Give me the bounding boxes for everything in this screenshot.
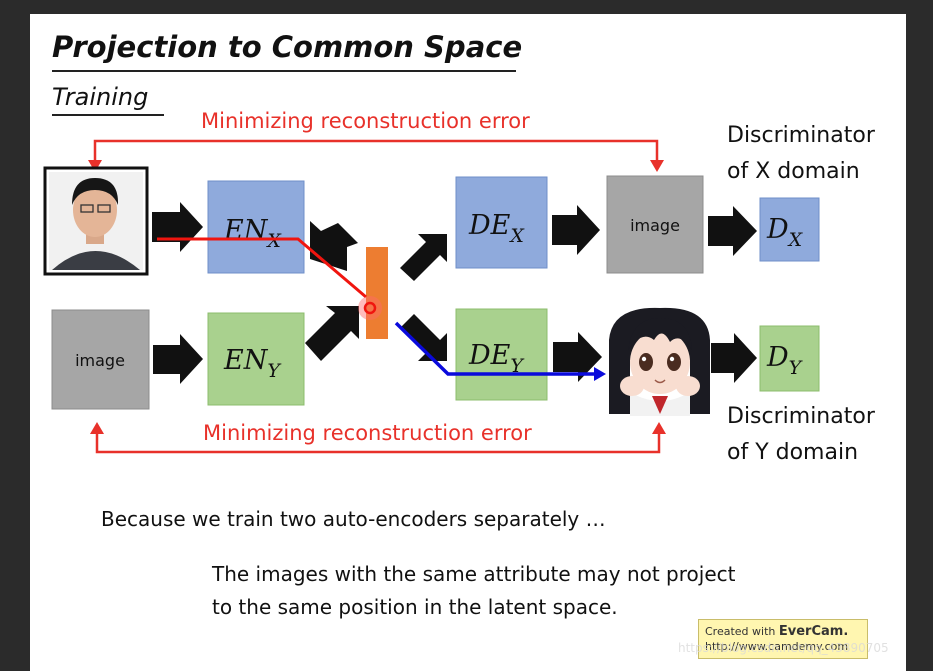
body-paragraph-2: The images with the same attribute may n… (212, 558, 735, 624)
decoder-y: DEY (455, 308, 548, 401)
slide-subtitle: Training (52, 83, 149, 111)
body-line-2a: The images with the same attribute may n… (212, 562, 736, 586)
slide-title: Projection to Common Space (52, 30, 523, 64)
encoder-x: ENX (207, 180, 305, 274)
watermark-url: http://www.camdemy.com (705, 640, 849, 653)
anime-face-image (607, 307, 711, 416)
flow-arrows (152, 202, 757, 384)
disc-x-caption-line2: of X domain (727, 159, 860, 184)
body-line-2b: to the same position in the latent space… (212, 595, 618, 619)
body-line-1: Because we train two auto-encoders separ… (101, 507, 606, 531)
svg-text:ENY: ENY (223, 345, 282, 382)
latent-code (366, 247, 388, 339)
output-image-box-x: image (606, 175, 704, 274)
image-label-top: image (630, 216, 680, 235)
svg-text:DY: DY (766, 342, 804, 379)
encoder-y: ENY (207, 312, 305, 406)
top-reconstruction-bracket (88, 139, 664, 172)
svg-text:DEY: DEY (468, 340, 525, 377)
bottom-error-label: Minimizing reconstruction error (203, 421, 532, 445)
title-underline (52, 70, 516, 72)
person-photo (43, 166, 149, 276)
arrow-photo-to-enx (152, 202, 203, 252)
corner-watermark-text: https://blog.csdn.net/qq_43890705 (678, 641, 889, 655)
red-projection-path (157, 237, 382, 320)
svg-text:ENX: ENX (223, 215, 282, 252)
arrow-dey-to-anime (553, 332, 602, 382)
evercam-watermark: Created with EverCam. http://www.camdemy… (698, 619, 868, 659)
arrow-image-to-eny (153, 334, 203, 384)
disc-y-caption-line2: of Y domain (727, 440, 859, 465)
discriminator-y: DY (759, 325, 820, 392)
top-error-label: Minimizing reconstruction error (201, 109, 530, 133)
arrow-latent-to-dex (400, 234, 447, 281)
arrow-anime-to-dy (711, 333, 757, 383)
svg-text:DX: DX (766, 214, 804, 251)
arrow-enx-to-latent (310, 221, 358, 271)
arrow-dex-to-image (552, 205, 600, 255)
arrow-latent-to-dey (400, 314, 447, 361)
subtitle-underline (52, 114, 164, 116)
disc-x-caption-line1: Discriminator (727, 123, 875, 148)
arrow-image-to-dx (708, 206, 757, 256)
blue-projection-path (394, 321, 606, 381)
arrow-eny-to-latent (305, 306, 359, 361)
disc-x-caption: Discriminator of X domain (727, 118, 875, 190)
input-image-box-y: image (51, 309, 150, 410)
watermark-brand: EverCam. (778, 624, 849, 639)
decoder-x: DEX (455, 176, 548, 269)
watermark-prefix: Created with (705, 625, 779, 638)
svg-text:DEX: DEX (468, 210, 525, 247)
bottom-reconstruction-bracket (90, 422, 666, 454)
disc-y-caption-line1: Discriminator (727, 404, 875, 429)
disc-y-caption: Discriminator of Y domain (727, 399, 875, 471)
image-label-left: image (75, 351, 125, 370)
discriminator-x: DX (759, 197, 820, 262)
